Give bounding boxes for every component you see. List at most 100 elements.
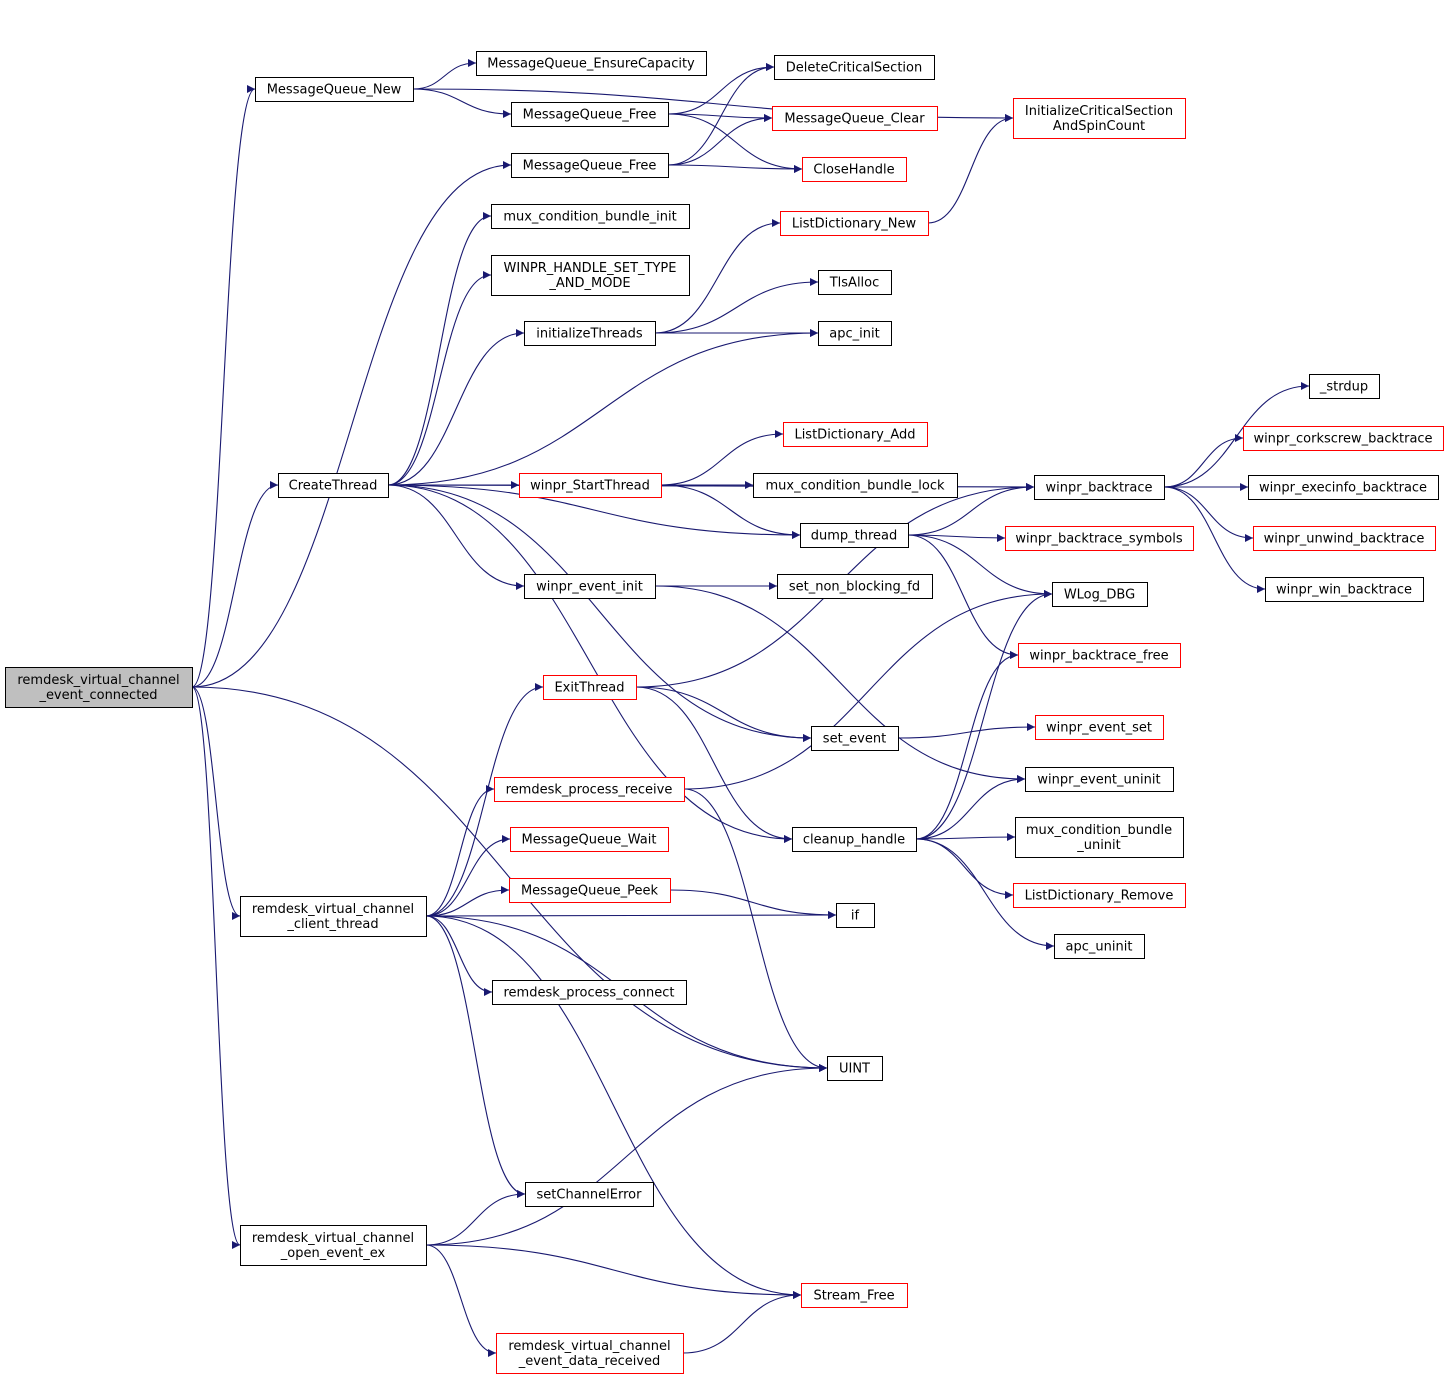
node-box <box>1243 426 1444 451</box>
node-mux_init[interactable]: mux_condition_bundle_init <box>491 204 690 229</box>
node-exit_thread[interactable]: ExitThread <box>543 675 637 700</box>
node-wlog_dbg[interactable]: WLog_DBG <box>1052 582 1148 607</box>
edge-exit_thread-to-set_event <box>635 686 812 742</box>
node-label: _open_event_ex <box>280 1246 386 1261</box>
node-label: winpr_StartThread <box>530 479 650 494</box>
node-box <box>519 473 662 498</box>
node-label: mux_condition_bundle <box>1026 823 1172 838</box>
node-mux_lock[interactable]: mux_condition_bundle_lock <box>753 473 958 498</box>
edge-create_thread-to-set_event <box>387 484 812 742</box>
node-dump_thread[interactable]: dump_thread <box>800 523 909 548</box>
node-label: apc_uninit <box>1066 940 1133 955</box>
node-unwind[interactable]: winpr_unwind_backtrace <box>1253 526 1436 551</box>
node-mq_clear[interactable]: MessageQueue_Clear <box>772 106 938 131</box>
node-label: winpr_event_uninit <box>1037 773 1160 788</box>
node-box <box>1054 934 1145 959</box>
edge-process_receive-to-wlog_dbg <box>683 590 1053 790</box>
node-box <box>511 102 669 127</box>
node-box <box>780 211 929 236</box>
node-box <box>774 55 935 80</box>
node-ld_new[interactable]: ListDictionary_New <box>780 211 929 236</box>
node-process_receive[interactable]: remdesk_process_receive <box>494 777 685 802</box>
node-box <box>811 726 899 751</box>
node-apc_uninit[interactable]: apc_uninit <box>1054 934 1145 959</box>
node-cleanup_handle[interactable]: cleanup_handle <box>792 827 917 852</box>
node-set_nb_fd[interactable]: set_non_blocking_fd <box>777 574 933 599</box>
node-strdup[interactable]: _strdup <box>1309 374 1380 399</box>
node-mq_wait[interactable]: MessageQueue_Wait <box>510 827 669 852</box>
node-uint[interactable]: UINT <box>827 1056 883 1081</box>
node-set_event[interactable]: set_event <box>811 726 899 751</box>
node-win_bt[interactable]: winpr_win_backtrace <box>1265 577 1424 602</box>
nodes-layer: remdesk_virtual_channel_event_connectedM… <box>5 51 1444 1374</box>
node-label: _uninit <box>1076 838 1121 853</box>
node-root[interactable]: remdesk_virtual_channel_event_connected <box>5 667 193 708</box>
node-execinfo[interactable]: winpr_execinfo_backtrace <box>1248 475 1439 500</box>
node-mq_ensure[interactable]: MessageQueue_EnsureCapacity <box>476 51 707 76</box>
node-tls_alloc[interactable]: TlsAlloc <box>818 270 892 295</box>
edge-mq_free2-to-del_cs <box>667 63 775 166</box>
edge-cleanup_handle-to-bt_free <box>915 651 1019 840</box>
node-ld_add[interactable]: ListDictionary_Add <box>783 422 928 447</box>
node-box <box>800 523 909 548</box>
node-mq_new[interactable]: MessageQueue_New <box>255 77 414 102</box>
node-init_threads[interactable]: initializeThreads <box>524 321 656 346</box>
node-box <box>1248 475 1439 500</box>
node-box <box>510 827 669 852</box>
node-corkscrew[interactable]: winpr_corkscrew_backtrace <box>1243 426 1444 451</box>
node-box <box>772 106 938 131</box>
edge-root-to-uint <box>191 686 828 1072</box>
node-event_init[interactable]: winpr_event_init <box>524 574 656 599</box>
edge-cleanup_handle-to-mux_uninit <box>915 833 1016 842</box>
node-mq_peek[interactable]: MessageQueue_Peek <box>509 878 671 903</box>
node-bt_symbols[interactable]: winpr_backtrace_symbols <box>1005 526 1194 551</box>
edge-create_thread-to-handle_set <box>387 271 492 486</box>
node-box <box>491 255 690 296</box>
node-label: set_event <box>823 732 886 747</box>
edge-dump_thread-to-wlog_dbg <box>907 534 1053 598</box>
node-mux_uninit[interactable]: mux_condition_bundle_uninit <box>1015 817 1184 858</box>
node-label: winpr_unwind_backtrace <box>1264 532 1425 547</box>
node-box <box>753 473 958 498</box>
edge-create_thread-to-init_threads <box>387 329 525 486</box>
node-process_connect[interactable]: remdesk_process_connect <box>492 980 687 1005</box>
edge-client_thread-to-set_channel_error <box>425 915 526 1198</box>
node-box <box>1018 643 1181 668</box>
node-mq_free1[interactable]: MessageQueue_Free <box>511 102 669 127</box>
node-client_thread[interactable]: remdesk_virtual_channel_client_thread <box>240 896 427 937</box>
node-mq_free2[interactable]: MessageQueue_Free <box>511 153 669 178</box>
node-event_uninit[interactable]: winpr_event_uninit <box>1025 767 1174 792</box>
node-if[interactable]: if <box>836 903 875 928</box>
node-box <box>496 1333 684 1374</box>
node-bt_free[interactable]: winpr_backtrace_free <box>1018 643 1181 668</box>
edge-mq_free1-to-mq_clear <box>667 113 773 122</box>
edge-create_thread-to-mux_init <box>387 212 492 486</box>
edge-init_threads-to-ld_new <box>654 219 781 334</box>
node-open_event_ex[interactable]: remdesk_virtual_channel_open_event_ex <box>240 1225 427 1266</box>
node-data_received[interactable]: remdesk_virtual_channel_event_data_recei… <box>496 1333 684 1374</box>
node-apc_init[interactable]: apc_init <box>818 321 892 346</box>
node-label: ExitThread <box>554 681 624 696</box>
node-label: dump_thread <box>811 529 898 544</box>
node-del_cs[interactable]: DeleteCriticalSection <box>774 55 935 80</box>
node-ld_remove[interactable]: ListDictionary_Remove <box>1013 883 1186 908</box>
node-backtrace[interactable]: winpr_backtrace <box>1034 475 1165 500</box>
node-start_thread[interactable]: winpr_StartThread <box>519 473 662 498</box>
node-close_handle[interactable]: CloseHandle <box>802 157 907 182</box>
edge-backtrace-to-unwind <box>1163 486 1254 542</box>
node-create_thread[interactable]: CreateThread <box>278 473 389 498</box>
edge-dump_thread-to-bt_free <box>907 534 1019 659</box>
edge-client_thread-to-mq_peek <box>425 886 510 917</box>
node-stream_free[interactable]: Stream_Free <box>801 1283 908 1308</box>
node-label: CreateThread <box>289 479 378 494</box>
edge-mq_free2-to-close_handle <box>667 164 803 173</box>
node-event_set[interactable]: winpr_event_set <box>1035 715 1164 740</box>
node-set_channel_error[interactable]: setChannelError <box>525 1182 654 1207</box>
node-label: winpr_event_set <box>1046 721 1152 736</box>
node-label: InitializeCriticalSection <box>1025 104 1173 119</box>
node-handle_set[interactable]: WINPR_HANDLE_SET_TYPE_AND_MODE <box>491 255 690 296</box>
edge-root-to-open_event_ex <box>191 686 241 1249</box>
node-box <box>783 422 928 447</box>
